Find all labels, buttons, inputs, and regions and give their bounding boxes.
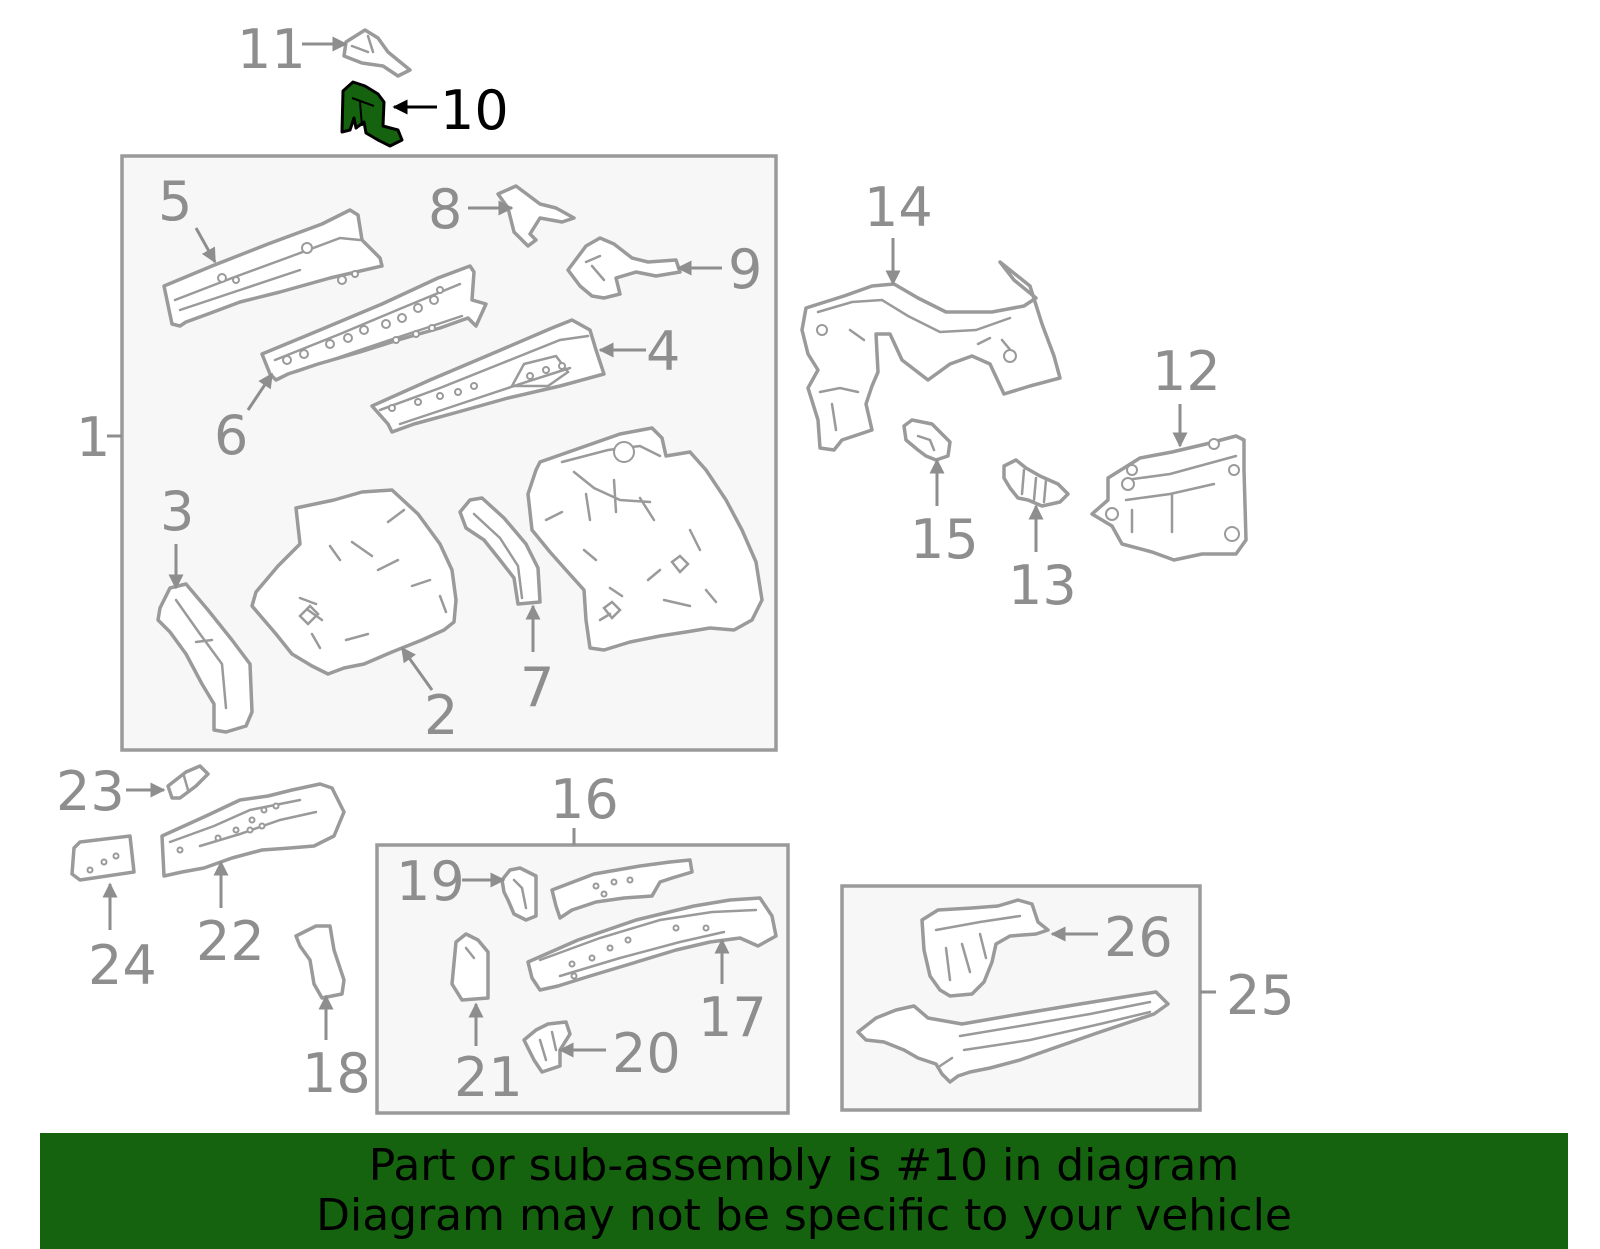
part-21[interactable] bbox=[450, 932, 490, 1002]
part-12[interactable] bbox=[1090, 434, 1248, 562]
banner-line-2: Diagram may not be specific to your vehi… bbox=[316, 1190, 1292, 1241]
part-23[interactable] bbox=[166, 764, 210, 800]
callout-20: 20 bbox=[612, 1022, 681, 1085]
callout-3: 3 bbox=[160, 480, 194, 543]
callout-13: 13 bbox=[1008, 554, 1077, 617]
callout-15: 15 bbox=[910, 508, 979, 571]
part-20[interactable] bbox=[522, 1020, 572, 1074]
part-17[interactable] bbox=[526, 896, 778, 992]
part-3[interactable] bbox=[156, 582, 254, 734]
callout-18: 18 bbox=[302, 1042, 371, 1105]
callout-19: 19 bbox=[396, 850, 465, 913]
part-25[interactable] bbox=[856, 990, 1170, 1084]
callout-9: 9 bbox=[728, 238, 762, 301]
callout-16: 16 bbox=[550, 768, 619, 831]
callout-8: 8 bbox=[428, 178, 462, 241]
callout-14: 14 bbox=[864, 176, 933, 239]
part-24[interactable] bbox=[70, 834, 136, 882]
part-11[interactable] bbox=[342, 28, 412, 78]
part-22[interactable] bbox=[160, 782, 346, 878]
callout-5: 5 bbox=[158, 170, 192, 233]
callout-10: 10 bbox=[440, 79, 509, 142]
callout-26: 26 bbox=[1104, 906, 1173, 969]
part-9[interactable] bbox=[566, 236, 682, 300]
part-4[interactable] bbox=[370, 318, 606, 434]
callout-25: 25 bbox=[1226, 964, 1295, 1027]
part-6[interactable] bbox=[260, 264, 488, 382]
leader-5 bbox=[194, 227, 217, 264]
part-8[interactable] bbox=[496, 184, 576, 248]
callout-1: 1 bbox=[76, 406, 110, 469]
part-18[interactable] bbox=[294, 924, 346, 1000]
part-10[interactable] bbox=[340, 80, 404, 148]
callout-21: 21 bbox=[454, 1046, 523, 1109]
info-banner: Part or sub-assembly is #10 in diagram D… bbox=[40, 1133, 1568, 1249]
part-17-upper[interactable] bbox=[550, 858, 694, 920]
callout-7: 7 bbox=[520, 656, 554, 719]
part-5[interactable] bbox=[162, 208, 384, 328]
callout-22: 22 bbox=[196, 910, 265, 973]
callout-24: 24 bbox=[88, 934, 157, 997]
callout-6: 6 bbox=[214, 404, 248, 467]
part-14[interactable] bbox=[800, 260, 1062, 452]
part-19[interactable] bbox=[500, 866, 538, 922]
callout-17: 17 bbox=[698, 986, 767, 1049]
callout-12: 12 bbox=[1152, 340, 1221, 403]
part-13[interactable] bbox=[1002, 458, 1070, 508]
leader-6 bbox=[246, 372, 274, 411]
callout-4: 4 bbox=[646, 320, 680, 383]
part-1-panel[interactable] bbox=[526, 426, 764, 652]
callout-11: 11 bbox=[237, 18, 306, 81]
part-15[interactable] bbox=[902, 418, 952, 462]
part-26[interactable] bbox=[920, 898, 1050, 998]
banner-line-1: Part or sub-assembly is #10 in diagram bbox=[368, 1140, 1240, 1191]
part-2[interactable] bbox=[250, 488, 458, 676]
leader-2 bbox=[400, 646, 434, 691]
callout-23: 23 bbox=[56, 760, 125, 823]
part-7[interactable] bbox=[458, 496, 542, 606]
callout-2: 2 bbox=[424, 684, 458, 747]
